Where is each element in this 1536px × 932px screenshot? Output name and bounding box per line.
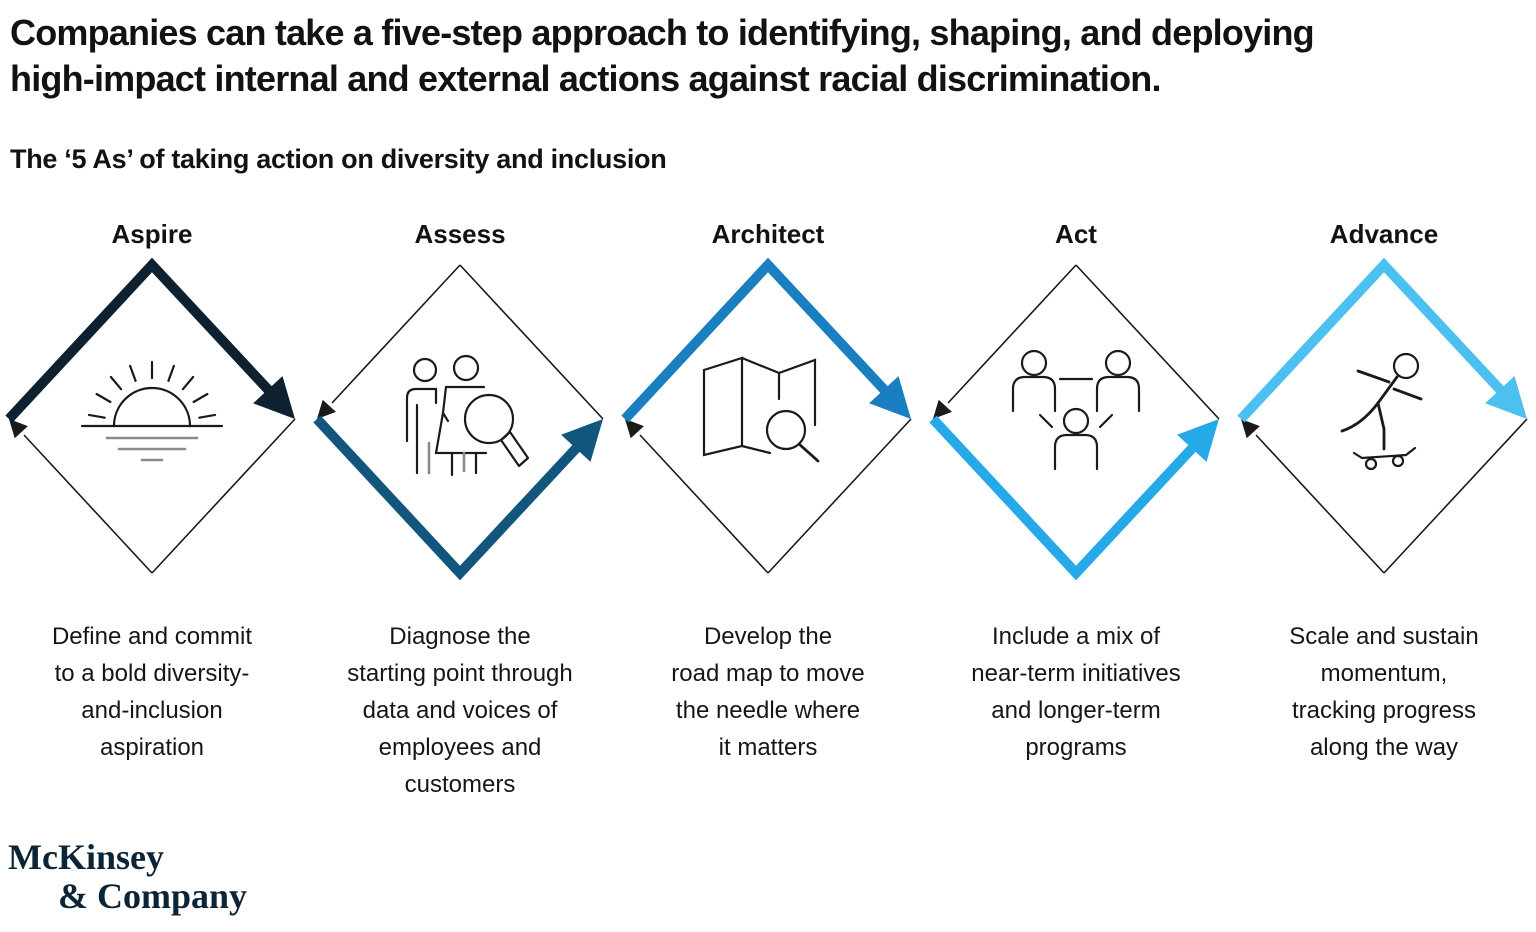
- diamond-edge: [1075, 264, 1220, 420]
- step-title: Aspire: [111, 219, 193, 250]
- logo-line2: & Company: [58, 876, 248, 916]
- step-diamond: [621, 257, 912, 574]
- flow-arrowhead: [561, 419, 603, 463]
- team-icon: [1011, 350, 1141, 471]
- step-act: Act Include a mix of near-term initiativ…: [926, 219, 1226, 803]
- step-title: Architect: [711, 219, 825, 250]
- step-description: Include a mix of near-term initiatives a…: [971, 623, 1181, 762]
- flow-arrow-line: [929, 415, 1202, 581]
- diamond-arrows-bottom: [929, 264, 1220, 581]
- step-description: Define and commit to a bold diversity- a…: [51, 623, 253, 762]
- step-title: Assess: [414, 219, 506, 250]
- mckinsey-logo: McKinsey & Company: [8, 838, 247, 916]
- diamond-arrows-bottom: [313, 264, 604, 581]
- diamond-edge: [151, 418, 296, 574]
- step-diamond: [313, 264, 604, 581]
- return-arrowhead: [933, 399, 952, 420]
- return-arrow-line: [331, 264, 461, 404]
- step-assess: Assess Diagnose the starting point throu…: [310, 219, 610, 803]
- chart-subtitle: The ‘5 As’ of taking action on diversity…: [10, 144, 667, 175]
- step-advance: Advance Scale and sustain momentum, trac…: [1234, 219, 1534, 803]
- page-heading: Companies can take a five-step approach …: [10, 12, 1315, 100]
- flow-arrowhead: [869, 376, 911, 420]
- return-arrowhead: [625, 419, 644, 439]
- step-diamond: [929, 264, 1220, 581]
- step-architect: Architect Develop the road map to move t…: [618, 219, 918, 803]
- diamond-edge: [767, 418, 912, 574]
- return-arrow-line: [947, 264, 1077, 404]
- flow-arrowhead: [1177, 419, 1219, 463]
- map-search-icon: [702, 356, 820, 463]
- return-arrow-line: [639, 434, 769, 574]
- diamond-arrows-top: [1237, 257, 1528, 574]
- step-description: Develop the road map to move the needle …: [671, 623, 865, 762]
- return-arrow-line: [1255, 434, 1385, 574]
- step-description: Diagnose the starting point through data…: [347, 623, 573, 799]
- return-arrow-line: [23, 434, 153, 574]
- return-arrowhead: [1241, 419, 1260, 439]
- steps-row: Aspire Define and commit to a bold diver…: [0, 219, 1536, 803]
- step-title: Advance: [1329, 219, 1439, 250]
- flow-arrowhead: [253, 376, 295, 420]
- step-diamond: [1237, 257, 1528, 574]
- skateboarder-icon: [1340, 352, 1423, 471]
- return-arrowhead: [317, 399, 336, 420]
- flow-arrow-line: [5, 257, 278, 423]
- step-description: Scale and sustain momentum, tracking pro…: [1289, 623, 1479, 762]
- flow-arrow-line: [313, 415, 586, 581]
- step-title: Act: [1055, 219, 1097, 250]
- diamond-arrows-top: [5, 257, 296, 574]
- sunrise-icon: [80, 360, 224, 462]
- flow-arrow-line: [621, 257, 894, 423]
- step-diamond: [5, 257, 296, 574]
- people-search-icon: [405, 354, 530, 477]
- step-aspire: Aspire Define and commit to a bold diver…: [2, 219, 302, 803]
- flow-arrowhead: [1485, 376, 1527, 420]
- flow-arrow-line: [1237, 257, 1510, 423]
- diamond-edge: [1383, 418, 1528, 574]
- return-arrowhead: [9, 419, 28, 439]
- diamond-arrows-top: [621, 257, 912, 574]
- logo-line1: McKinsey: [8, 837, 164, 877]
- diamond-edge: [459, 264, 604, 420]
